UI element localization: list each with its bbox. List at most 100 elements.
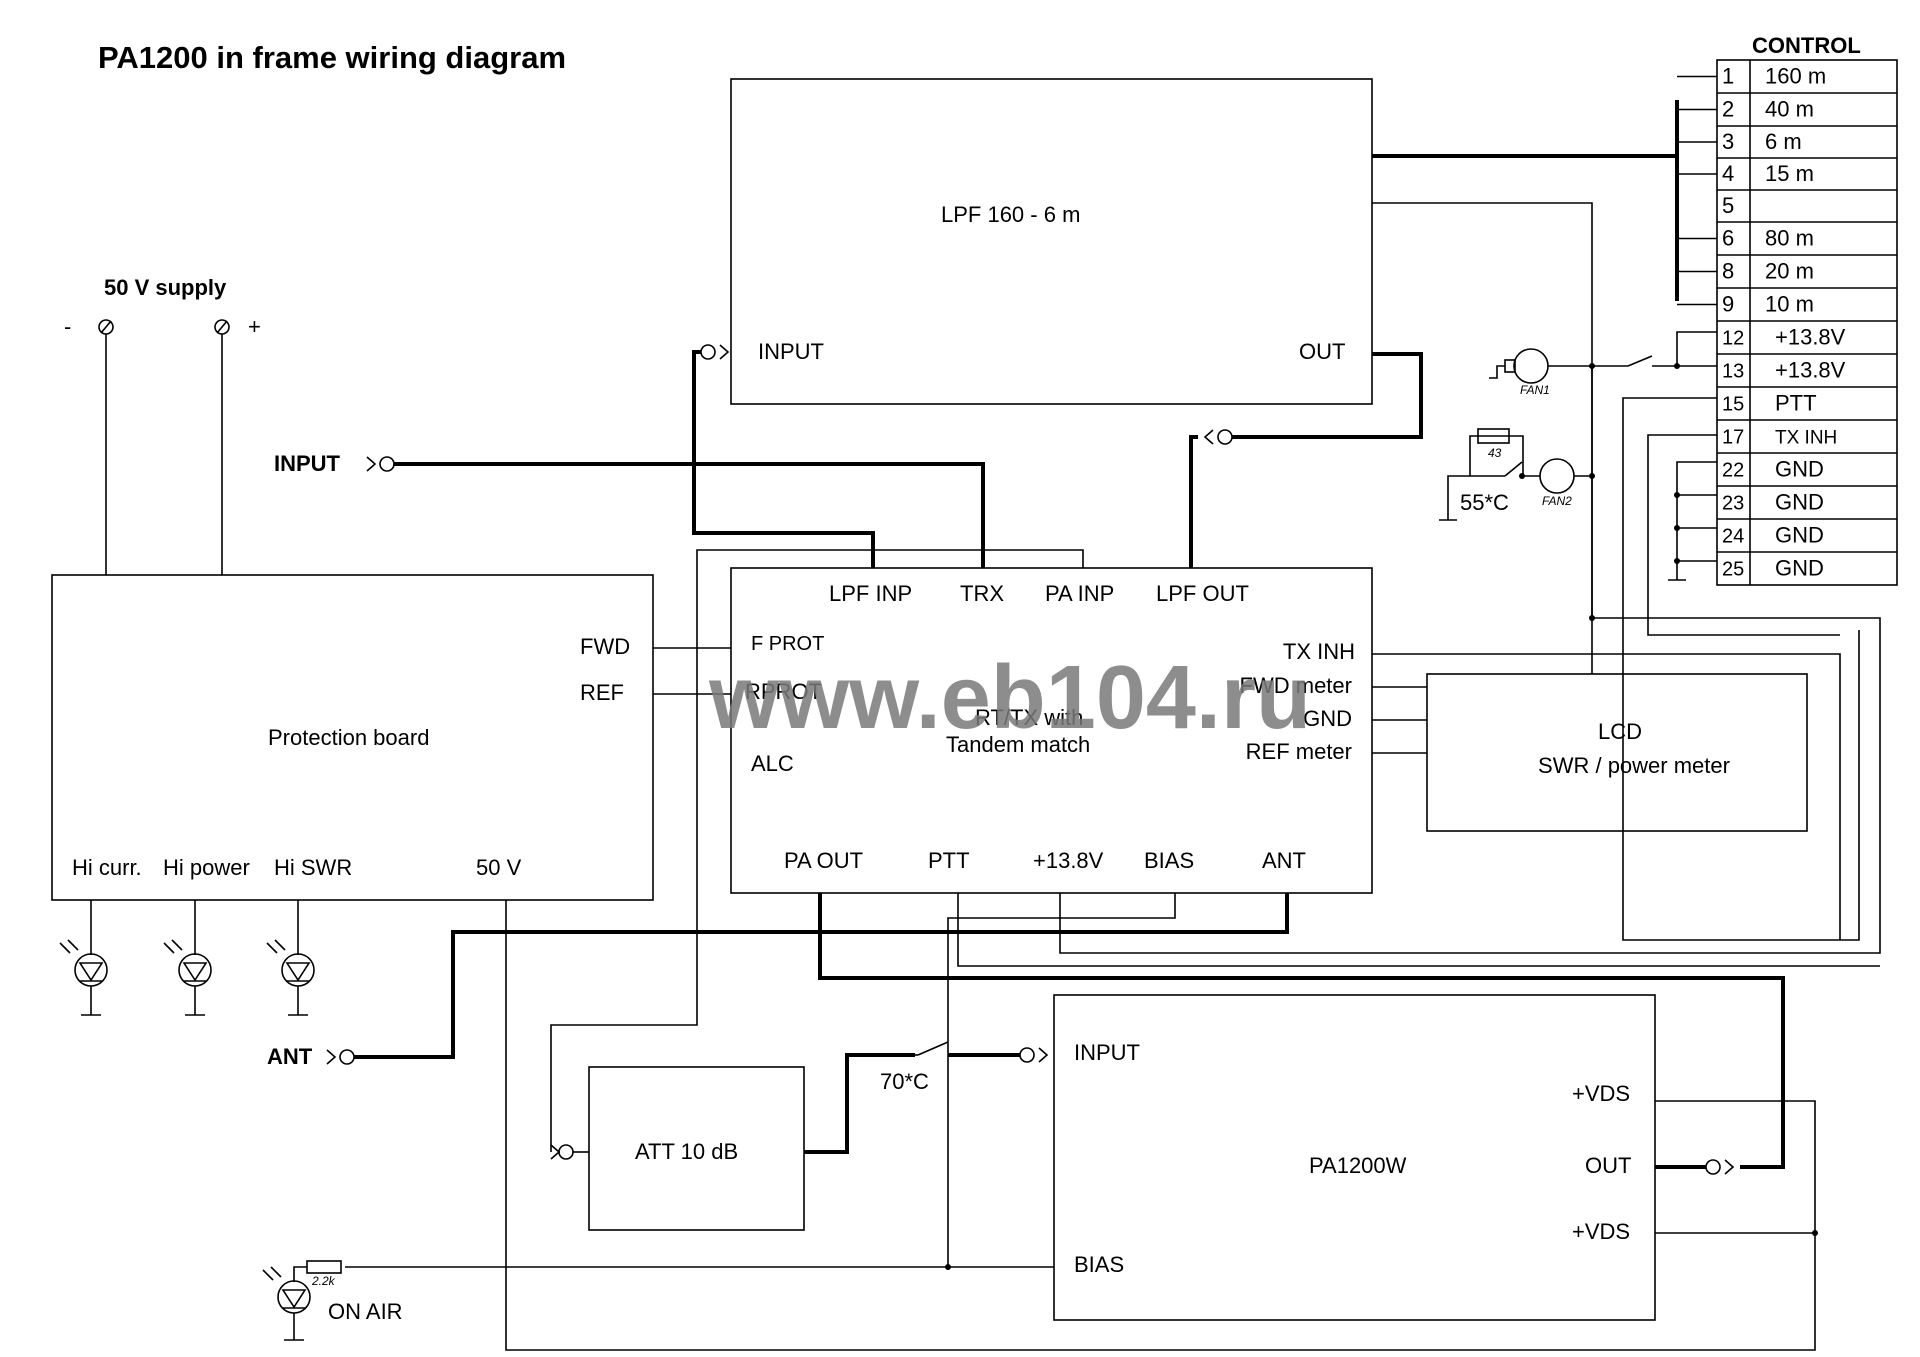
att-out-wire xyxy=(804,1053,915,1154)
protection-ref-label: REF xyxy=(580,680,624,705)
lpf-box xyxy=(730,78,1373,405)
supply-minus-terminal-icon xyxy=(98,319,114,335)
control-pin-number: 1 xyxy=(1722,64,1734,89)
txinh-control-wire xyxy=(1647,434,1840,636)
gnd-junction-dot xyxy=(1674,492,1680,498)
control-pin-number: 13 xyxy=(1722,361,1744,383)
onair-label: ON AIR xyxy=(328,1299,403,1324)
gnd-junction-dot xyxy=(1674,525,1680,531)
control-pin-number: 6 xyxy=(1722,226,1734,251)
att-box xyxy=(588,1066,805,1231)
control-pin-label: GND xyxy=(1775,490,1824,515)
control-pin-label: GND xyxy=(1775,556,1824,581)
control-pin-number: 25 xyxy=(1722,559,1744,581)
protection-hi-power-label: Hi power xyxy=(163,855,250,880)
ant-connector-label: ANT xyxy=(267,1044,313,1069)
band-pin-stubs xyxy=(1677,75,1717,306)
fan-thermo-label: 55*C xyxy=(1460,490,1509,515)
control-title: CONTROL xyxy=(1752,33,1861,58)
control-pin-label: 40 m xyxy=(1765,97,1814,122)
rttx-pin-lpf-inp: LPF INP xyxy=(829,581,912,606)
rttx-pin-f-prot: F PROT xyxy=(751,633,824,655)
rttx-pin-bias: BIAS xyxy=(1144,848,1194,873)
control-pin-label: TX INH xyxy=(1775,428,1837,449)
thermo-switch-icon xyxy=(917,1041,949,1056)
junction-dot xyxy=(1589,615,1595,621)
onair-resistor-icon xyxy=(306,1260,342,1274)
led-hi-curr-icon xyxy=(59,900,108,1016)
control-pin-label: GND xyxy=(1775,523,1824,548)
protection-fwd-label: FWD xyxy=(580,634,630,659)
input-coax-connector-icon xyxy=(366,456,395,472)
rttx-pin-rprot: RPROT xyxy=(745,679,822,704)
ant-wire xyxy=(354,893,1289,1059)
att-input-coax-icon xyxy=(550,1144,589,1160)
rttx-pin-13v8: +13.8V xyxy=(1033,848,1104,873)
ptt-control-wire xyxy=(1622,397,1860,941)
protection-50v-label: 50 V xyxy=(476,855,522,880)
rttx-box xyxy=(730,567,1373,894)
att-thermo-label: 70*C xyxy=(880,1069,929,1094)
rttx-pin-gnd: GND xyxy=(1303,706,1352,731)
control-pin-number: 24 xyxy=(1722,526,1744,548)
lpf-input-coax-icon xyxy=(700,344,730,360)
lpf-out-return-wire xyxy=(1189,435,1198,568)
supply-plus-label: + xyxy=(248,314,261,339)
fan1-motor-icon xyxy=(1489,348,1680,384)
onair-resistor-label: 2.2k xyxy=(311,1274,336,1288)
rttx-pin-pa-inp: PA INP xyxy=(1045,581,1114,606)
control-pin-label: GND xyxy=(1775,457,1824,482)
junction-dot xyxy=(1812,1230,1818,1236)
control-pin-label: 80 m xyxy=(1765,226,1814,251)
pa-out-coax-icon xyxy=(1705,1159,1735,1175)
protection-hi-curr-label: Hi curr. xyxy=(72,855,142,880)
pa-vds1-label: +VDS xyxy=(1572,1081,1630,1106)
pa-bias-label: BIAS xyxy=(1074,1252,1124,1277)
att-label: ATT 10 dB xyxy=(635,1139,738,1164)
lpf-out-wire xyxy=(1232,352,1423,439)
protection-board-box xyxy=(51,574,654,901)
control-pin-label: 15 m xyxy=(1765,161,1814,186)
rttx-pin-ant: ANT xyxy=(1262,848,1306,873)
led-hi-swr-icon xyxy=(266,900,315,1016)
ant-coax-connector-icon xyxy=(326,1049,355,1065)
control-pin-number: 23 xyxy=(1722,493,1744,515)
lpf-out-return-coax-icon xyxy=(1203,429,1233,445)
fan2-label: FAN2 xyxy=(1542,494,1572,508)
control-pin-number: 2 xyxy=(1722,97,1734,122)
control-pin-label: +13.8V xyxy=(1775,325,1846,350)
gnd-junction-dot xyxy=(1674,558,1680,564)
control-pin-label: +13.8V xyxy=(1775,358,1846,383)
watermark: www.eb104.ru xyxy=(708,648,1311,748)
control-pin-number: 4 xyxy=(1722,161,1734,186)
diagram-title: PA1200 in frame wiring diagram xyxy=(98,40,566,75)
protection-hi-swr-label: Hi SWR xyxy=(274,855,352,880)
txinh-wire xyxy=(1372,653,1841,940)
pin12-wire xyxy=(1676,331,1717,366)
led-hi-power-icon xyxy=(163,900,212,1016)
pa-input-coax-icon xyxy=(1019,1047,1049,1063)
lpf-label: LPF 160 - 6 m xyxy=(941,202,1080,227)
control-pin-label: 160 m xyxy=(1765,64,1826,89)
control-pin-number: 3 xyxy=(1722,129,1734,154)
control-pin-label: 20 m xyxy=(1765,259,1814,284)
control-pin-number: 12 xyxy=(1722,328,1744,350)
rttx-pin-trx: TRX xyxy=(960,581,1004,606)
rttx-pin-ref-meter: REF meter xyxy=(1246,739,1352,764)
control-pin-number: 9 xyxy=(1722,292,1734,317)
fan2-resistor-label: 43 xyxy=(1488,446,1502,460)
control-pin-number: 22 xyxy=(1722,460,1744,482)
pa-box xyxy=(1053,994,1656,1321)
pa-out-label: OUT xyxy=(1585,1153,1631,1178)
supply-label: 50 V supply xyxy=(104,275,227,300)
pa-out-wire xyxy=(818,893,1785,1169)
lcd-label-line2: SWR / power meter xyxy=(1538,753,1730,778)
supply-minus-label: - xyxy=(64,314,71,339)
supply-13v8-wire xyxy=(1059,476,1881,954)
fan2-motor-icon xyxy=(1439,428,1595,521)
pa-vds2-label: +VDS xyxy=(1572,1219,1630,1244)
rttx-pin-pa-out: PA OUT xyxy=(784,848,863,873)
supply-plus-terminal-icon xyxy=(214,319,230,335)
